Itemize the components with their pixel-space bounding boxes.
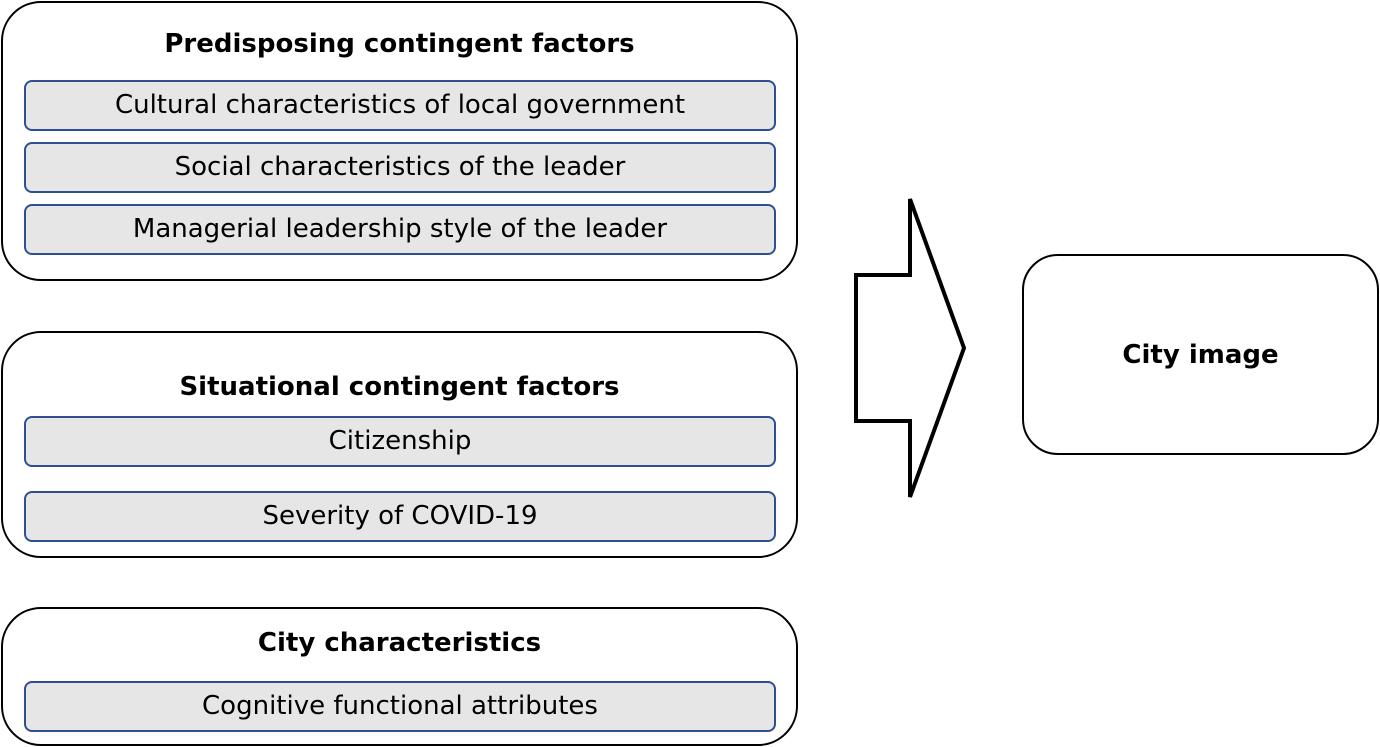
- factor-covid-severity: Severity of COVID-19: [24, 491, 776, 542]
- situational-factors-group: Situational contingent factors Citizensh…: [1, 331, 798, 558]
- city-characteristics-title: City characteristics: [257, 628, 542, 658]
- block-arrow-right-icon: [854, 198, 967, 498]
- factor-cultural-characteristics: Cultural characteristics of local govern…: [24, 80, 776, 131]
- factor-cognitive-functional-attributes: Cognitive functional attributes: [24, 681, 776, 732]
- arrow-shape: [854, 198, 967, 498]
- factor-citizenship: Citizenship: [24, 416, 776, 467]
- city-image-box: City image: [1022, 254, 1379, 455]
- situational-factors-title: Situational contingent factors: [179, 372, 620, 402]
- factor-social-characteristics: Social characteristics of the leader: [24, 142, 776, 193]
- factor-managerial-leadership-style: Managerial leadership style of the leade…: [24, 204, 776, 255]
- predisposing-factors-title: Predisposing contingent factors: [164, 29, 635, 59]
- predisposing-factors-group: Predisposing contingent factors Cultural…: [1, 1, 798, 281]
- city-image-label: City image: [1122, 339, 1279, 370]
- city-characteristics-group: City characteristics Cognitive functiona…: [1, 607, 798, 746]
